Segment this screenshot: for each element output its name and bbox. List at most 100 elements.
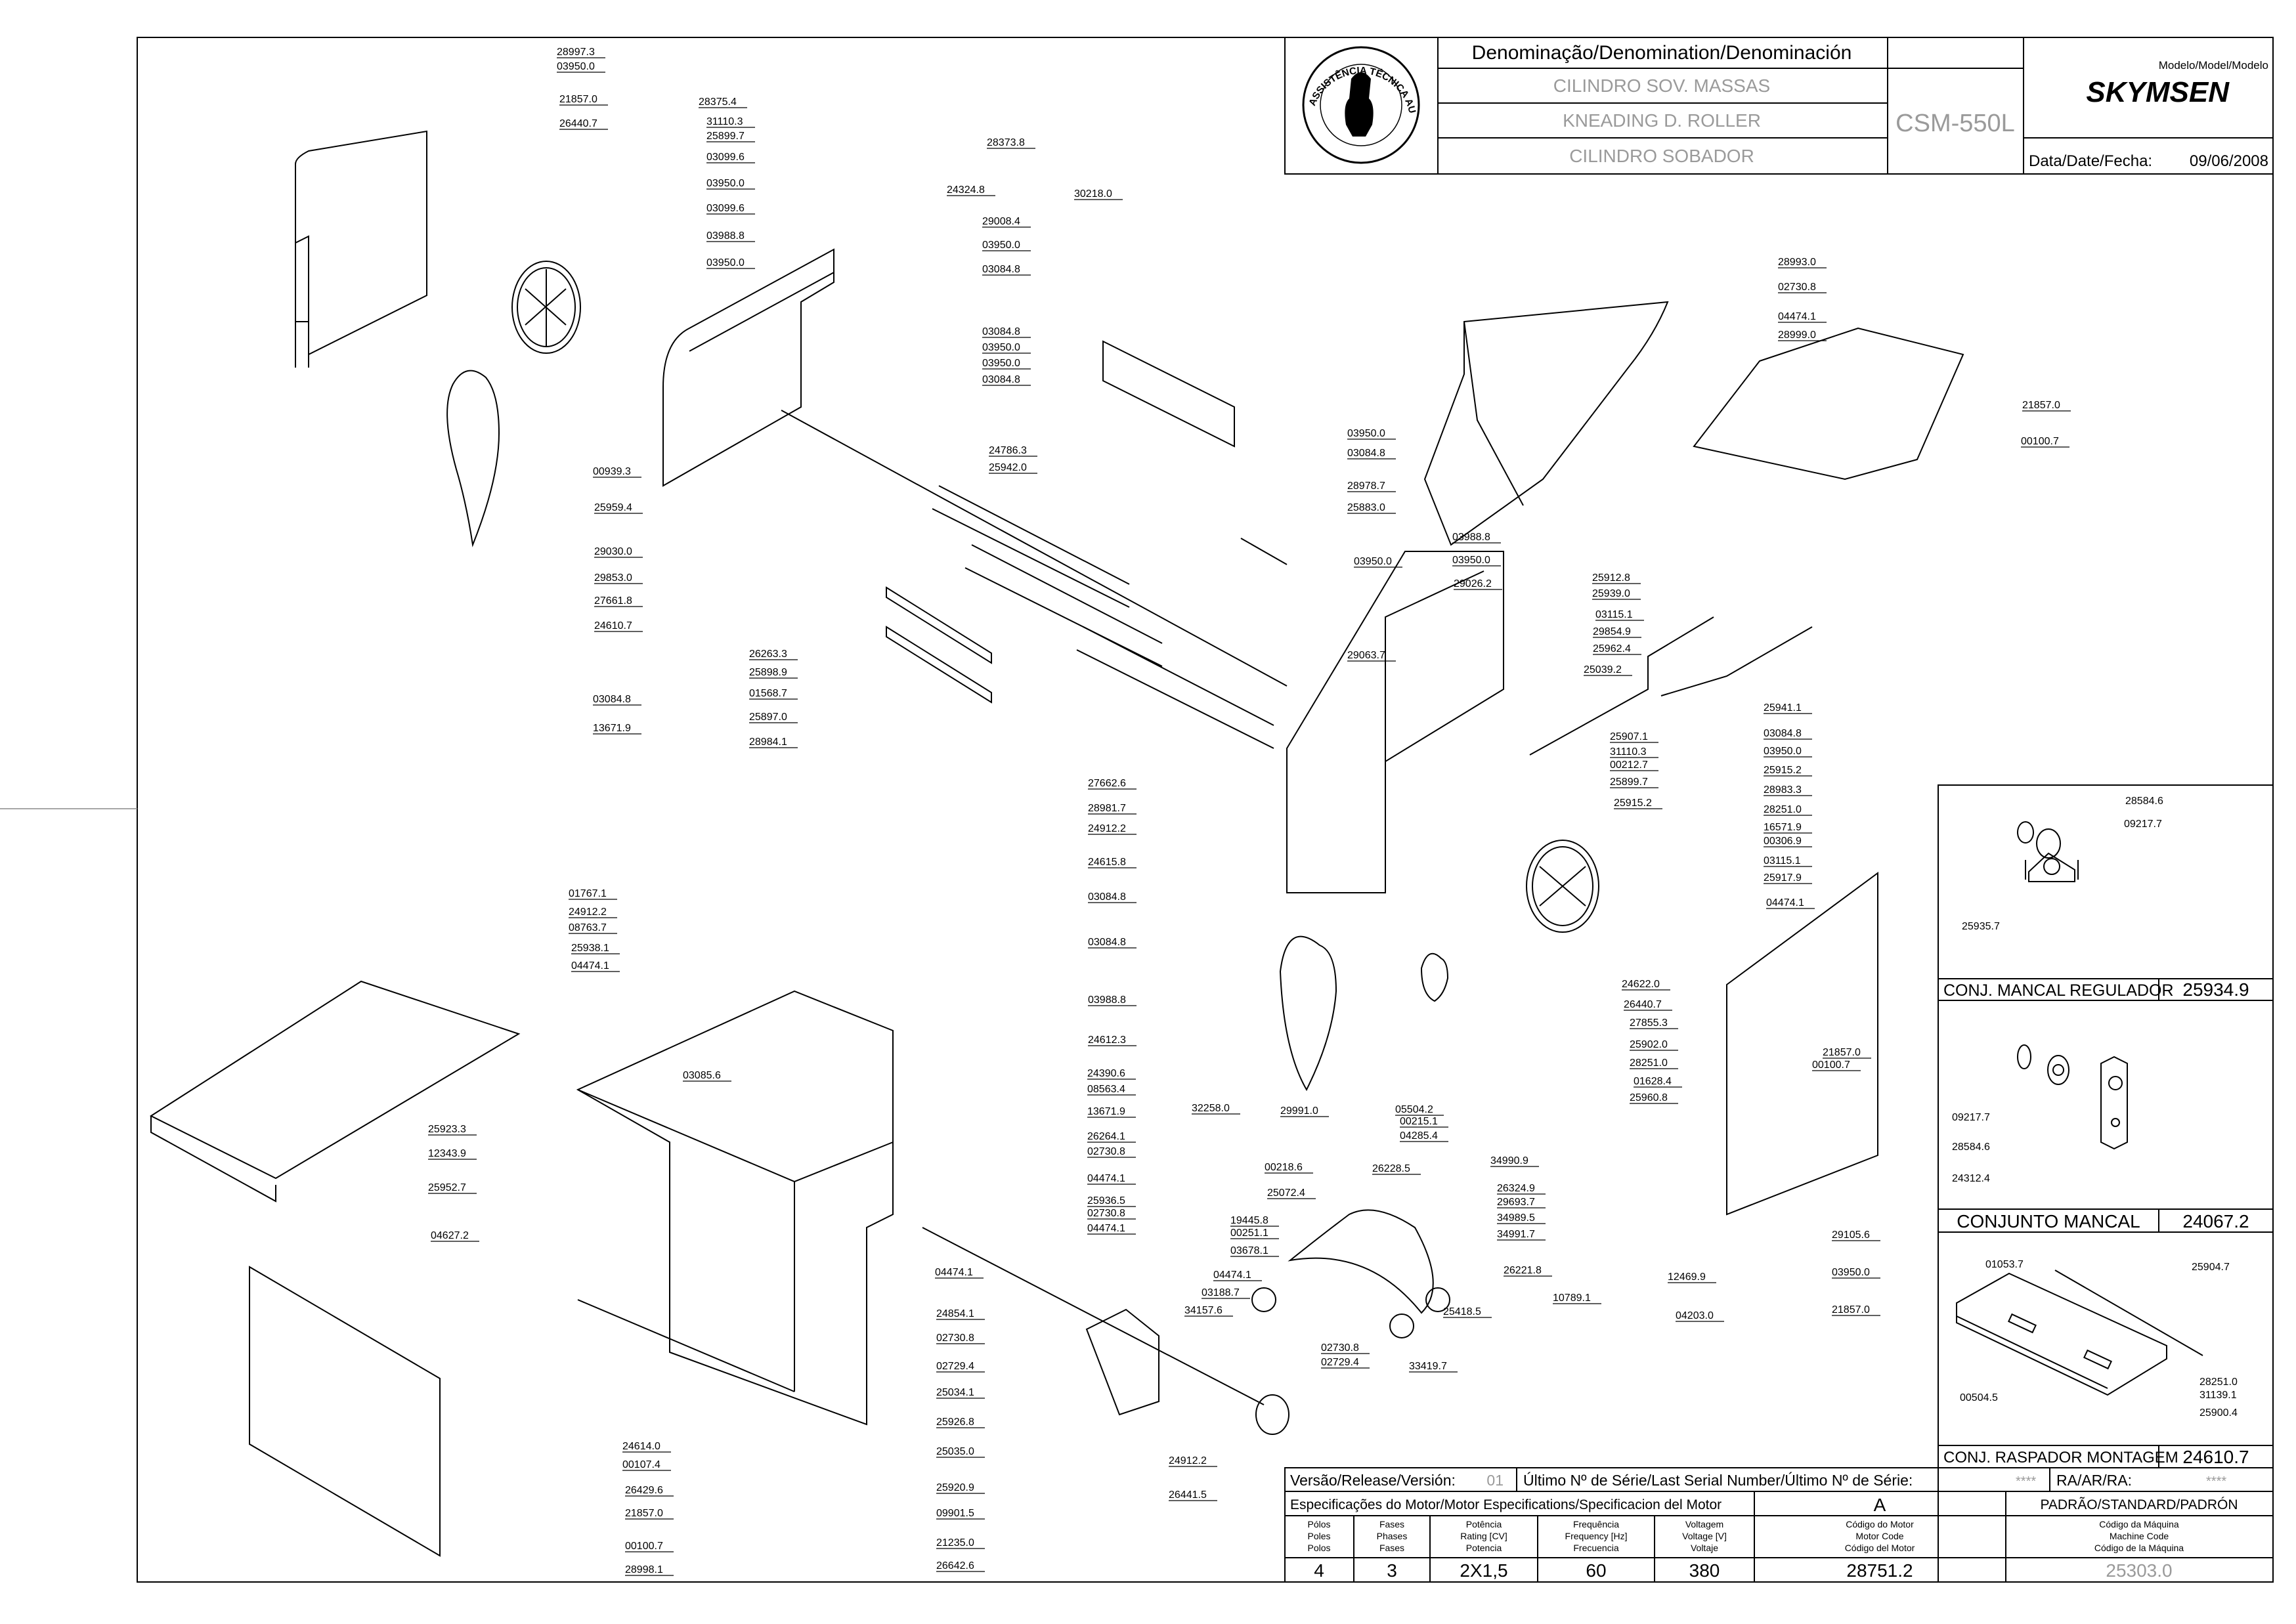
right-cover-panel bbox=[1726, 872, 1878, 1216]
part-callout: 00306.9 bbox=[1764, 836, 1802, 847]
part-callout: 02730.8 bbox=[1321, 1342, 1359, 1354]
part-callout: 28993.0 bbox=[1778, 257, 1816, 268]
part-callout: 04474.1 bbox=[1087, 1223, 1125, 1234]
part-callout: 02729.4 bbox=[1321, 1357, 1359, 1368]
part-callout: 29853.0 bbox=[594, 572, 632, 584]
panel3-code: 24610.7 bbox=[2182, 1447, 2249, 1467]
part-callout: 03988.8 bbox=[1452, 532, 1490, 543]
part-callout: 28373.8 bbox=[987, 137, 1025, 148]
infeed-table bbox=[149, 980, 521, 1180]
bearing-assembly-drawing bbox=[2017, 1044, 2128, 1150]
part-callout: 33419.7 bbox=[1409, 1361, 1447, 1372]
subassembly-callout: 28251.0 bbox=[2199, 1377, 2238, 1388]
part-callout: 28999.0 bbox=[1778, 330, 1816, 341]
part-callout: 02730.8 bbox=[1778, 282, 1816, 293]
part-callout: 27662.6 bbox=[1088, 778, 1126, 789]
panel1-title: CONJ. MANCAL REGULADOR bbox=[1943, 981, 2174, 1000]
part-callout: 26441.5 bbox=[1169, 1489, 1207, 1501]
left-pulley-wheel bbox=[511, 261, 581, 354]
part-callout: 12343.9 bbox=[428, 1148, 466, 1159]
part-callout: 24324.8 bbox=[947, 184, 985, 196]
ra-value: **** bbox=[2206, 1474, 2226, 1489]
right-housing bbox=[1286, 551, 1504, 893]
motor-code-value: 28751.2 bbox=[1846, 1560, 1913, 1581]
machine-line-art bbox=[149, 130, 1964, 1557]
subassembly-callout: 24312.4 bbox=[1952, 1173, 1990, 1184]
part-callout: 03115.1 bbox=[1764, 855, 1801, 866]
part-callout: 24912.2 bbox=[569, 907, 607, 918]
part-callout: 00215.1 bbox=[1400, 1116, 1438, 1127]
part-callout: 00107.4 bbox=[622, 1459, 661, 1470]
voltage-value: 380 bbox=[1689, 1560, 1720, 1581]
part-callout: 24610.7 bbox=[594, 620, 632, 631]
part-callout: 24612.3 bbox=[1088, 1035, 1126, 1046]
subassembly-callout: 28584.6 bbox=[2125, 796, 2163, 807]
part-callout: 03084.8 bbox=[1347, 448, 1385, 459]
part-callout: 28984.1 bbox=[749, 737, 787, 748]
panel2-code: 24067.2 bbox=[2182, 1211, 2249, 1231]
part-callout: 03084.8 bbox=[982, 374, 1020, 385]
part-callout: 13671.9 bbox=[1087, 1106, 1125, 1117]
bearing-regulator-drawing bbox=[2017, 821, 2079, 882]
part-callout: 00212.7 bbox=[1610, 759, 1648, 771]
part-callout: 25939.0 bbox=[1592, 588, 1630, 599]
scraper-assembly-drawing bbox=[1956, 1270, 2203, 1396]
part-name-es: CILINDRO SOBADOR bbox=[1569, 146, 1754, 166]
part-callout: 00100.7 bbox=[625, 1541, 663, 1552]
part-callout: 04474.1 bbox=[1213, 1270, 1251, 1281]
part-callout: 03950.0 bbox=[706, 257, 745, 268]
part-callout: 03188.7 bbox=[1202, 1287, 1240, 1298]
part-callout: 25907.1 bbox=[1610, 731, 1648, 742]
drive-housing bbox=[662, 248, 834, 487]
part-callout: 29693.7 bbox=[1497, 1197, 1535, 1208]
version-label: Versão/Release/Versión: bbox=[1290, 1472, 1456, 1489]
part-callouts: 28997.303950.021857.026440.728375.431110… bbox=[428, 47, 2238, 1576]
part-callout: 25923.3 bbox=[428, 1124, 466, 1135]
part-callout: 21857.0 bbox=[625, 1508, 663, 1519]
panel2-title: CONJUNTO MANCAL bbox=[1957, 1211, 2140, 1231]
part-callout: 01767.1 bbox=[569, 888, 607, 899]
part-callout: 32258.0 bbox=[1192, 1103, 1230, 1114]
part-callout: 25034.1 bbox=[936, 1387, 974, 1398]
part-callout: 24912.2 bbox=[1088, 823, 1126, 834]
part-callout: 04627.2 bbox=[431, 1230, 469, 1241]
part-callout: 26440.7 bbox=[1624, 999, 1662, 1010]
part-callout: 08763.7 bbox=[569, 922, 607, 933]
v-belt bbox=[446, 370, 500, 547]
part-callout: 24854.1 bbox=[936, 1308, 974, 1319]
part-callout: 25917.9 bbox=[1764, 872, 1802, 884]
part-callout: 28998.1 bbox=[625, 1564, 663, 1575]
part-callout: 02730.8 bbox=[1087, 1208, 1125, 1219]
part-callout: 26221.8 bbox=[1504, 1265, 1542, 1276]
version-value: 01 bbox=[1486, 1472, 1504, 1489]
poles-value: 4 bbox=[1314, 1560, 1324, 1581]
part-callout: 03950.0 bbox=[982, 342, 1020, 353]
part-callout: 26642.6 bbox=[936, 1560, 974, 1571]
part-callout: 04474.1 bbox=[1766, 897, 1804, 908]
part-callout: 03950.0 bbox=[1347, 428, 1385, 439]
part-callout: 03950.0 bbox=[1354, 556, 1392, 567]
part-callout: 03950.0 bbox=[1452, 555, 1490, 566]
subassembly-callout: 09217.7 bbox=[1952, 1112, 1990, 1123]
part-callout: 24912.2 bbox=[1169, 1455, 1207, 1466]
part-callout: 25962.4 bbox=[1593, 643, 1631, 654]
part-name-en: KNEADING D. ROLLER bbox=[1563, 110, 1761, 131]
subassembly-callout: 25900.4 bbox=[2199, 1407, 2238, 1419]
standard-label: PADRÃO/STANDARD/PADRÓN bbox=[2040, 1497, 2238, 1512]
subassembly-panels: CONJ. MANCAL REGULADOR 25934.9 CONJUNTO … bbox=[1938, 784, 2274, 1583]
part-callout: 03084.8 bbox=[1088, 891, 1126, 903]
upper-roller bbox=[932, 485, 1130, 608]
part-callout: 04474.1 bbox=[1778, 311, 1816, 322]
part-callout: 03950.0 bbox=[706, 178, 745, 189]
part-callout: 25920.9 bbox=[936, 1482, 974, 1493]
part-callout: 26429.6 bbox=[625, 1485, 663, 1496]
part-callout: 03988.8 bbox=[706, 230, 745, 242]
part-callout: 02730.8 bbox=[936, 1333, 974, 1344]
part-callout: 25915.2 bbox=[1764, 765, 1802, 776]
part-callout: 00218.6 bbox=[1265, 1162, 1303, 1173]
part-callout: 25915.2 bbox=[1614, 798, 1652, 809]
motor-spec-label: Especificações do Motor/Motor Especifica… bbox=[1290, 1497, 1722, 1512]
